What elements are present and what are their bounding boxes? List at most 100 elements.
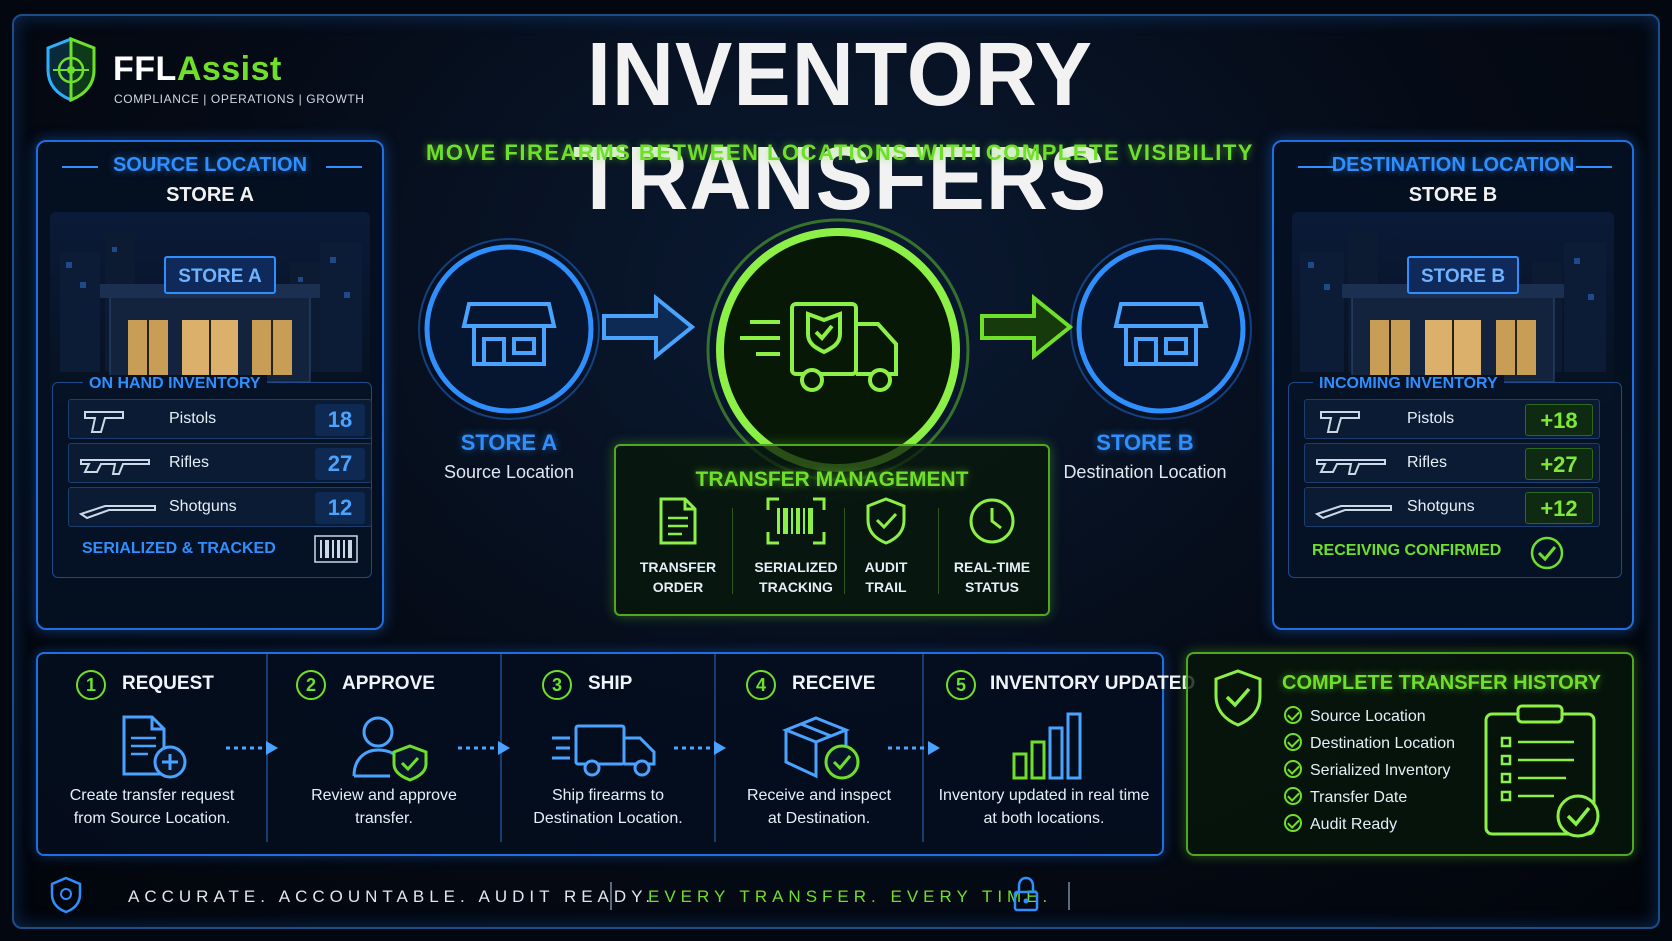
inventory-row-rifles: Rifles +27 xyxy=(1304,443,1600,483)
document-plus-icon xyxy=(122,715,187,779)
barcode-scan-icon xyxy=(766,497,826,545)
transfer-management-title: TRANSFER MANAGEMENT xyxy=(695,468,969,491)
check-circle-icon xyxy=(1530,536,1564,570)
on-hand-inventory-title: ON HAND INVENTORY xyxy=(83,375,267,393)
step-inventory-updated: 5 INVENTORY UPDATED Inventory updated in… xyxy=(924,654,1195,842)
store-a-sign: STORE A xyxy=(178,266,262,287)
dotted-arrow-icon xyxy=(888,741,940,755)
source-location-panel: SOURCE LOCATION STORE A STORE A ON HAND … xyxy=(36,140,384,630)
receiving-confirmed-label: RECEIVING CONFIRMED xyxy=(1312,542,1502,559)
serialized-tracked-label: SERIALIZED & TRACKED xyxy=(82,540,276,557)
rifle-icon xyxy=(1316,459,1386,475)
storefront-icon xyxy=(461,302,557,366)
user-shield-icon xyxy=(352,716,428,782)
incoming-count: +12 xyxy=(1525,492,1593,524)
rifle-icon xyxy=(80,459,150,475)
inventory-label: Rifles xyxy=(1407,454,1448,471)
step-title: APPROVE xyxy=(342,673,435,694)
footer-tagline-left: ACCURATE. ACCOUNTABLE. AUDIT READY. xyxy=(128,887,656,906)
dotted-arrow-icon xyxy=(458,741,510,755)
history-item: Transfer Date xyxy=(1284,787,1407,807)
store-b-circle xyxy=(1070,238,1252,420)
document-icon xyxy=(659,497,697,545)
inventory-label: Pistols xyxy=(169,410,217,427)
page-subtitle: MOVE FIREARMS BETWEEN LOCATIONS WITH COM… xyxy=(426,140,1254,165)
inventory-label: Rifles xyxy=(169,454,210,471)
pistol-icon xyxy=(84,411,124,433)
destination-store-name: STORE B xyxy=(1408,184,1498,206)
step-title: INVENTORY UPDATED xyxy=(990,673,1196,694)
bar-chart-icon xyxy=(1012,712,1082,780)
check-icon xyxy=(1284,706,1302,724)
incoming-count: +27 xyxy=(1525,448,1593,480)
inventory-row-rifles: Rifles 27 xyxy=(68,443,372,483)
inventory-count: 18 xyxy=(315,404,365,436)
history-item: Destination Location xyxy=(1284,733,1455,753)
source-panel-title: SOURCE LOCATION xyxy=(112,154,308,176)
step-number: 4 xyxy=(746,670,776,700)
page-title: INVENTORY TRANSFERS xyxy=(572,24,1108,229)
arrow-right-green-icon xyxy=(980,293,1074,361)
flow-source-label: STORE A xyxy=(460,430,558,455)
flow-source-sublabel: Source Location xyxy=(443,462,575,482)
incoming-count: +18 xyxy=(1525,404,1593,436)
step-title: SHIP xyxy=(588,673,633,694)
step-title: RECEIVE xyxy=(792,673,876,694)
check-icon xyxy=(1284,787,1302,805)
dotted-arrow-icon xyxy=(674,741,726,755)
box-check-icon xyxy=(781,716,860,780)
shotgun-icon xyxy=(1315,505,1392,520)
inventory-row-shotguns: Shotguns +12 xyxy=(1304,487,1600,527)
store-b-building-image: STORE B xyxy=(1292,212,1614,402)
inventory-row-shotguns: Shotguns 12 xyxy=(68,487,372,527)
step-number: 2 xyxy=(296,670,326,700)
inventory-row-pistols: Pistols +18 xyxy=(1304,399,1600,439)
flow-destination-sublabel: Destination Location xyxy=(1063,462,1227,482)
inventory-label: Shotguns xyxy=(169,498,237,515)
step-title: REQUEST xyxy=(122,673,214,694)
history-item: Source Location xyxy=(1284,706,1426,726)
history-title: COMPLETE TRANSFER HISTORY xyxy=(1282,672,1601,694)
shield-target-icon xyxy=(46,36,96,102)
clock-icon xyxy=(969,498,1015,544)
barcode-icon xyxy=(314,535,358,563)
shield-icon xyxy=(50,876,82,914)
inventory-label: Pistols xyxy=(1407,410,1455,427)
step-number: 3 xyxy=(542,670,572,700)
clipboard-check-icon xyxy=(1484,704,1600,838)
check-icon xyxy=(1284,733,1302,751)
history-item: Serialized Inventory xyxy=(1284,760,1451,780)
check-icon xyxy=(1284,760,1302,778)
dotted-arrow-icon xyxy=(226,741,278,755)
lock-icon xyxy=(1013,876,1039,912)
destination-panel-title: DESTINATION LOCATION xyxy=(1331,154,1575,176)
source-store-name: STORE A xyxy=(166,184,254,206)
flow-destination-label: STORE B xyxy=(1096,430,1194,455)
inventory-count: 27 xyxy=(315,448,365,480)
truck-shield-icon xyxy=(740,302,898,392)
store-a-building-image: STORE A xyxy=(50,212,370,402)
footer-tagline-right: EVERY TRANSFER. EVERY TIME. xyxy=(648,887,1053,906)
store-b-sign: STORE B xyxy=(1421,266,1505,287)
brand-tagline: COMPLIANCE | OPERATIONS | GROWTH xyxy=(114,92,365,106)
inventory-row-pistols: Pistols 18 xyxy=(68,399,372,439)
history-item: Audit Ready xyxy=(1284,814,1397,834)
step-number: 1 xyxy=(76,670,106,700)
truck-icon xyxy=(552,724,656,777)
check-icon xyxy=(1284,814,1302,832)
store-a-circle xyxy=(418,238,600,420)
transfer-history-box: COMPLETE TRANSFER HISTORY Source Locatio… xyxy=(1186,652,1634,856)
pistol-icon xyxy=(1320,411,1360,433)
destination-location-panel: DESTINATION LOCATION STORE B STORE B INC… xyxy=(1272,140,1634,630)
shotgun-icon xyxy=(79,505,156,520)
shield-check-icon xyxy=(1214,669,1262,727)
storefront-icon xyxy=(1113,302,1209,366)
